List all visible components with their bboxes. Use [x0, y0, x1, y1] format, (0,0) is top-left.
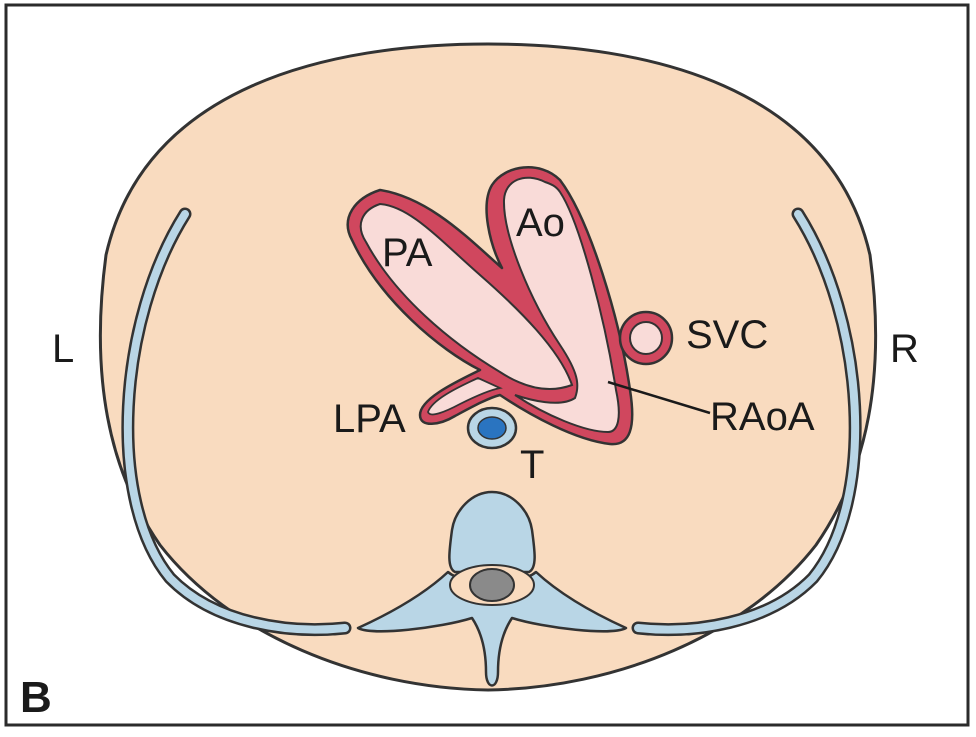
lpa-lumen: [427, 377, 503, 416]
trachea-lumen: [477, 416, 507, 440]
aorta-lumen: [502, 176, 620, 434]
panel-label: B: [20, 673, 52, 722]
pa-lumen: [359, 202, 574, 390]
label-trachea: T: [520, 443, 544, 487]
label-lpa: LPA: [333, 397, 406, 441]
vertebra-arch: [356, 570, 628, 687]
label-left: L: [52, 327, 74, 371]
label-pa: PA: [382, 231, 433, 275]
spinal-cord: [469, 568, 515, 602]
label-ao: Ao: [516, 201, 565, 245]
svc-lumen: [629, 321, 663, 355]
label-right: R: [890, 327, 919, 371]
label-svc: SVC: [686, 313, 768, 357]
raoa-leader-line: [607, 380, 711, 415]
label-raoa: RAoA: [710, 395, 815, 439]
